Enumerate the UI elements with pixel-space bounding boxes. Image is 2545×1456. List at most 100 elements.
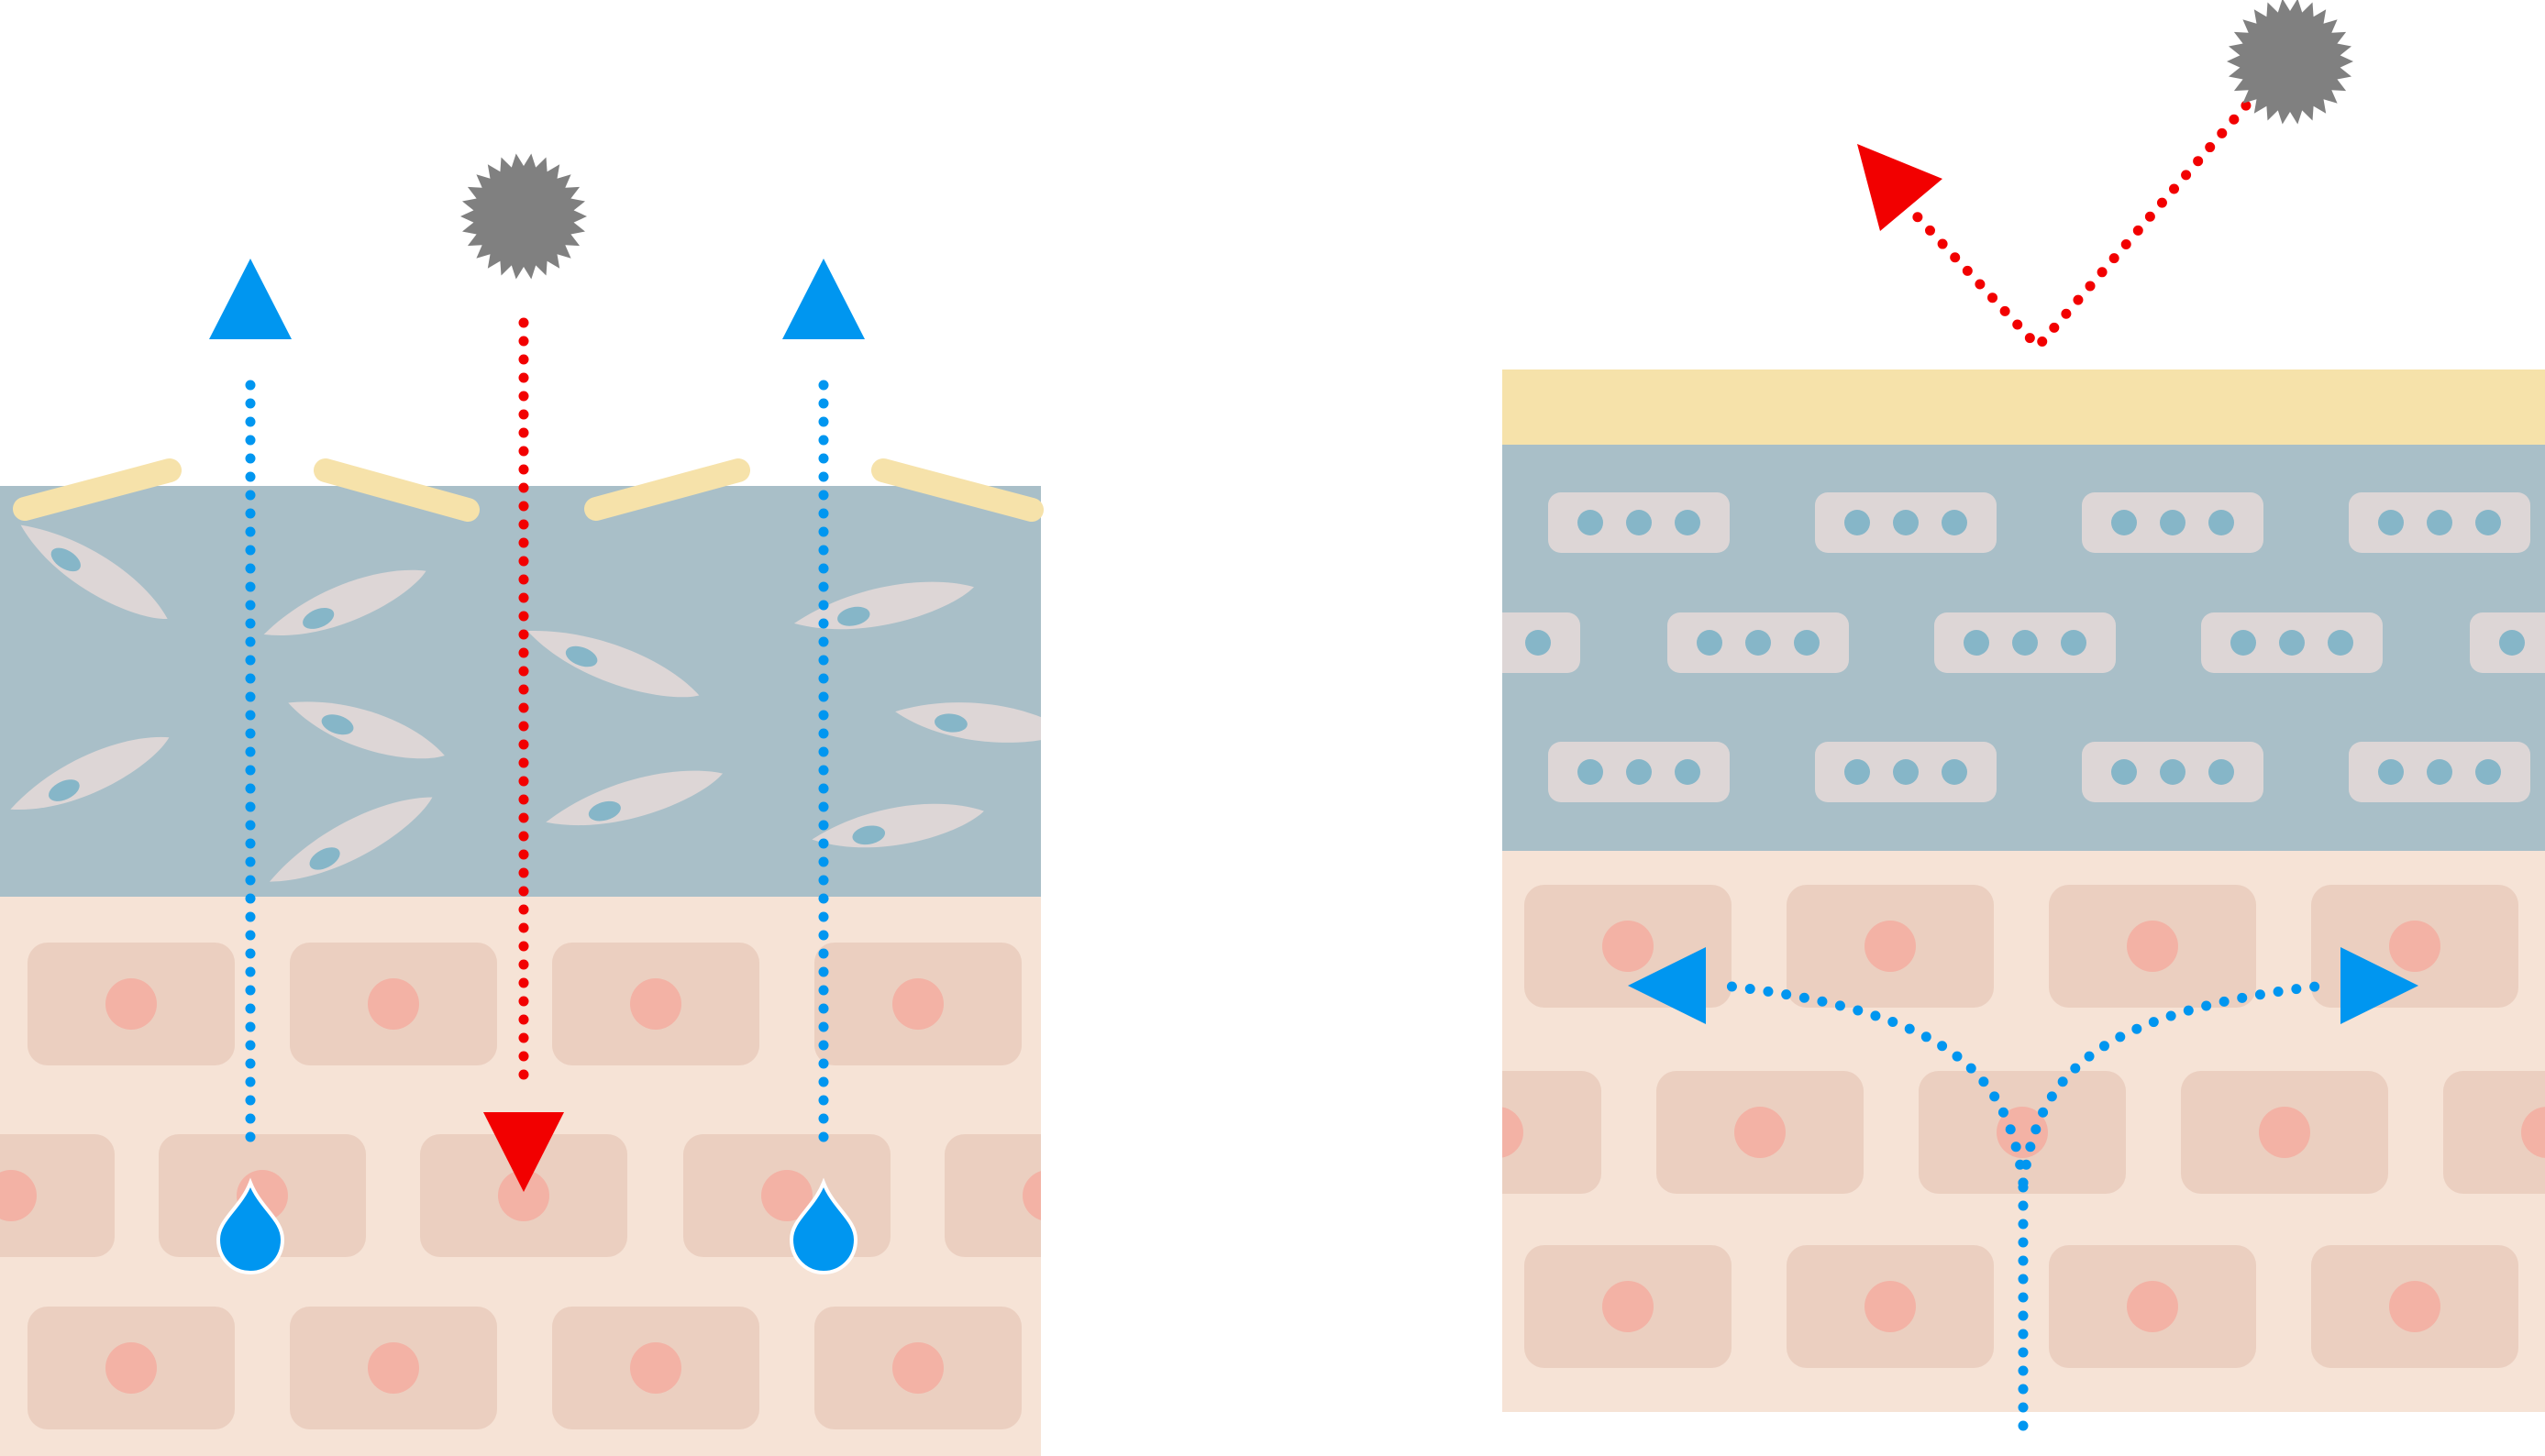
base-cell-nucleus [1602,921,1654,972]
spindle-cell-nucleus [309,847,340,870]
capsule-cell-nucleus [2378,759,2404,785]
capsule-cell-nucleus [1964,630,1989,656]
left-skin-panel [0,153,1044,1456]
spindle-cell-nucleus [49,779,80,801]
capsule-cell-nucleus [1477,630,1502,656]
capsule-cell-nucleus [2012,630,2038,656]
capsule-cell-nucleus [2160,759,2185,785]
base-cell-nucleus [368,1342,419,1394]
spindle-cell-nucleus [837,606,870,626]
right-capsule-cells [1428,492,2545,802]
spindle-cell [527,631,700,698]
base-cell-nucleus [892,978,944,1030]
left-surface-flakes [13,458,1044,522]
capsule-cell-nucleus [2427,759,2452,785]
right-surface-layer [1502,370,2545,445]
capsule-cell-nucleus [2279,630,2305,656]
capsule-cell-nucleus [1942,759,1967,785]
capsule-cell-nucleus [1745,630,1771,656]
capsule-cell-nucleus [2111,510,2137,535]
left-spindle-cells [10,524,1041,882]
capsule-cell-nucleus [1626,510,1652,535]
base-cell-nucleus [105,1342,157,1394]
water-droplet-icon [216,1177,285,1275]
capsule-cell-nucleus [1844,759,1870,785]
arrow-up-icon [782,259,865,339]
base-cell [1502,1071,1601,1194]
base-cell-nucleus [1864,1281,1916,1332]
spindle-cell-nucleus [565,645,598,667]
base-cell-nucleus [2389,1281,2440,1332]
capsule-cell-nucleus [2111,759,2137,785]
base-cell-nucleus [1864,921,1916,972]
base-cell-nucleus [1502,1107,1523,1158]
spindle-cell-nucleus [303,607,335,629]
spindle-cell [269,797,433,882]
water-droplet-icon [789,1177,858,1275]
capsule-cell-nucleus [1525,630,1551,656]
arrow-up-icon [209,259,292,339]
left-irritant-penetration-path [460,153,587,1192]
capsule-cell-nucleus [1626,759,1652,785]
base-cell [945,1134,1041,1257]
capsule-cell-nucleus [1577,510,1603,535]
irritant-particle-icon [460,153,587,280]
right-irritant-deflection-path [1857,0,2353,352]
capsule-cell-nucleus [2475,510,2501,535]
capsule-cell [1502,612,1580,673]
right-base-cells [1502,885,2545,1368]
base-cell-nucleus [2127,921,2178,972]
surface-flake [871,458,1044,522]
base-cell-nucleus [2259,1107,2310,1158]
spindle-cell-nucleus [588,800,621,822]
base-cell-nucleus [0,1170,37,1221]
spindle-cell-nucleus [852,825,886,845]
base-cell [0,1134,115,1257]
capsule-cell-nucleus [2328,630,2353,656]
capsule-cell-nucleus [2230,630,2256,656]
capsule-cell-nucleus [1697,630,1722,656]
capsule-cell-nucleus [2475,759,2501,785]
base-cell-nucleus [105,978,157,1030]
irritant-particle-icon [2227,0,2353,125]
base-cell-nucleus [2521,1107,2545,1158]
left-water-escape-path-1 [209,259,292,1275]
base-cell-nucleus [498,1170,549,1221]
capsule-cell-nucleus [2208,510,2234,535]
capsule-cell-nucleus [2378,510,2404,535]
left-water-escape-path-2 [782,259,865,1275]
arrow-up-left-icon [1857,144,1942,231]
spindle-cell-nucleus [935,713,968,733]
capsule-cell-nucleus [1577,759,1603,785]
base-cell-nucleus [2389,921,2440,972]
capsule-cell-nucleus [1893,510,1919,535]
capsule-cell-nucleus [2061,630,2086,656]
capsule-cell-nucleus [1428,630,1454,656]
surface-flake [584,458,750,521]
capsule-cell-nucleus [2427,510,2452,535]
base-cell-nucleus [892,1342,944,1394]
base-cell-nucleus [2127,1281,2178,1332]
right-skin-panel [1428,0,2545,1431]
left-base-cells [0,943,1041,1429]
spindle-cell [793,581,974,630]
spindle-cell [20,524,168,619]
spindle-cell [895,702,1041,743]
spindle-cell [288,701,445,759]
base-cell-nucleus [1734,1107,1786,1158]
base-cell [2443,1071,2545,1194]
spindle-cell [812,803,984,848]
capsule-cell-nucleus [2208,759,2234,785]
capsule-cell-nucleus [1675,759,1700,785]
spindle-cell [546,770,724,826]
base-cell-nucleus [1602,1281,1654,1332]
capsule-cell-nucleus [1844,510,1870,535]
base-cell-nucleus [630,1342,681,1394]
spindle-cell [10,736,170,810]
surface-flake [314,458,480,522]
arrow-left-icon [1628,947,1706,1024]
spindle-cell-nucleus [50,547,81,572]
base-cell-nucleus [630,978,681,1030]
